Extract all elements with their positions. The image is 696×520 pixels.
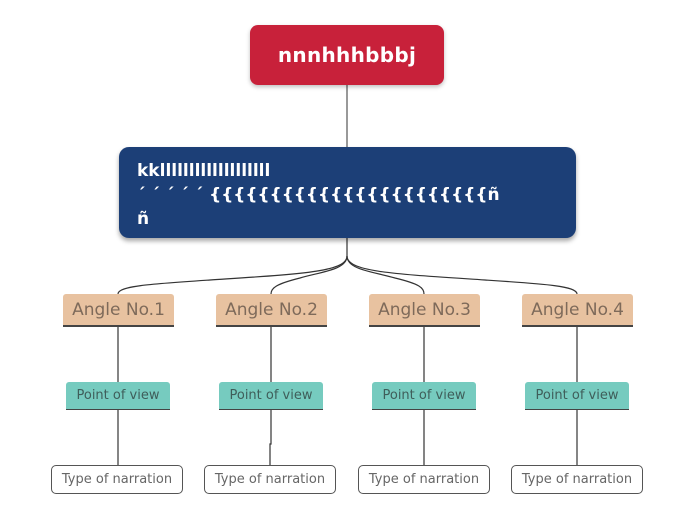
angle-node-1[interactable]: Angle No.1 (63, 294, 174, 327)
point-of-view-node-1[interactable]: Point of view (66, 382, 170, 410)
point-of-view-node-3[interactable]: Point of view (372, 382, 476, 410)
connector-main-to-angle-3 (346, 255, 425, 295)
point-of-view-node-4[interactable]: Point of view (525, 382, 629, 410)
connector-main-to-angle-2 (270, 255, 348, 295)
main-topic-line-2: ´ ´ ´ ´ ´ {{{{{{{{{{{{{{{{{{{{{{{ñ (137, 185, 500, 205)
root-topic[interactable]: nnnhhhbbbj (250, 25, 444, 85)
angle-node-4[interactable]: Angle No.4 (522, 294, 633, 327)
connector-pov2-narr2 (269, 410, 272, 465)
main-topic-line-3: ñ (137, 209, 150, 229)
narration-node-4[interactable]: Type of narration (511, 465, 643, 494)
narration-node-3[interactable]: Type of narration (358, 465, 490, 494)
main-topic-line-1: kklllllllllllllllllll (137, 161, 271, 181)
main-topic[interactable]: kklllllllllllllllllll ´ ´ ´ ´ ´ {{{{{{{{… (119, 147, 576, 238)
angle-node-2[interactable]: Angle No.2 (216, 294, 327, 327)
angle-node-3[interactable]: Angle No.3 (369, 294, 480, 327)
connector-main-to-angle-4 (346, 255, 578, 295)
connector-main-to-angle-1 (117, 238, 348, 295)
narration-node-2[interactable]: Type of narration (204, 465, 336, 494)
point-of-view-node-2[interactable]: Point of view (219, 382, 323, 410)
narration-node-1[interactable]: Type of narration (51, 465, 183, 494)
